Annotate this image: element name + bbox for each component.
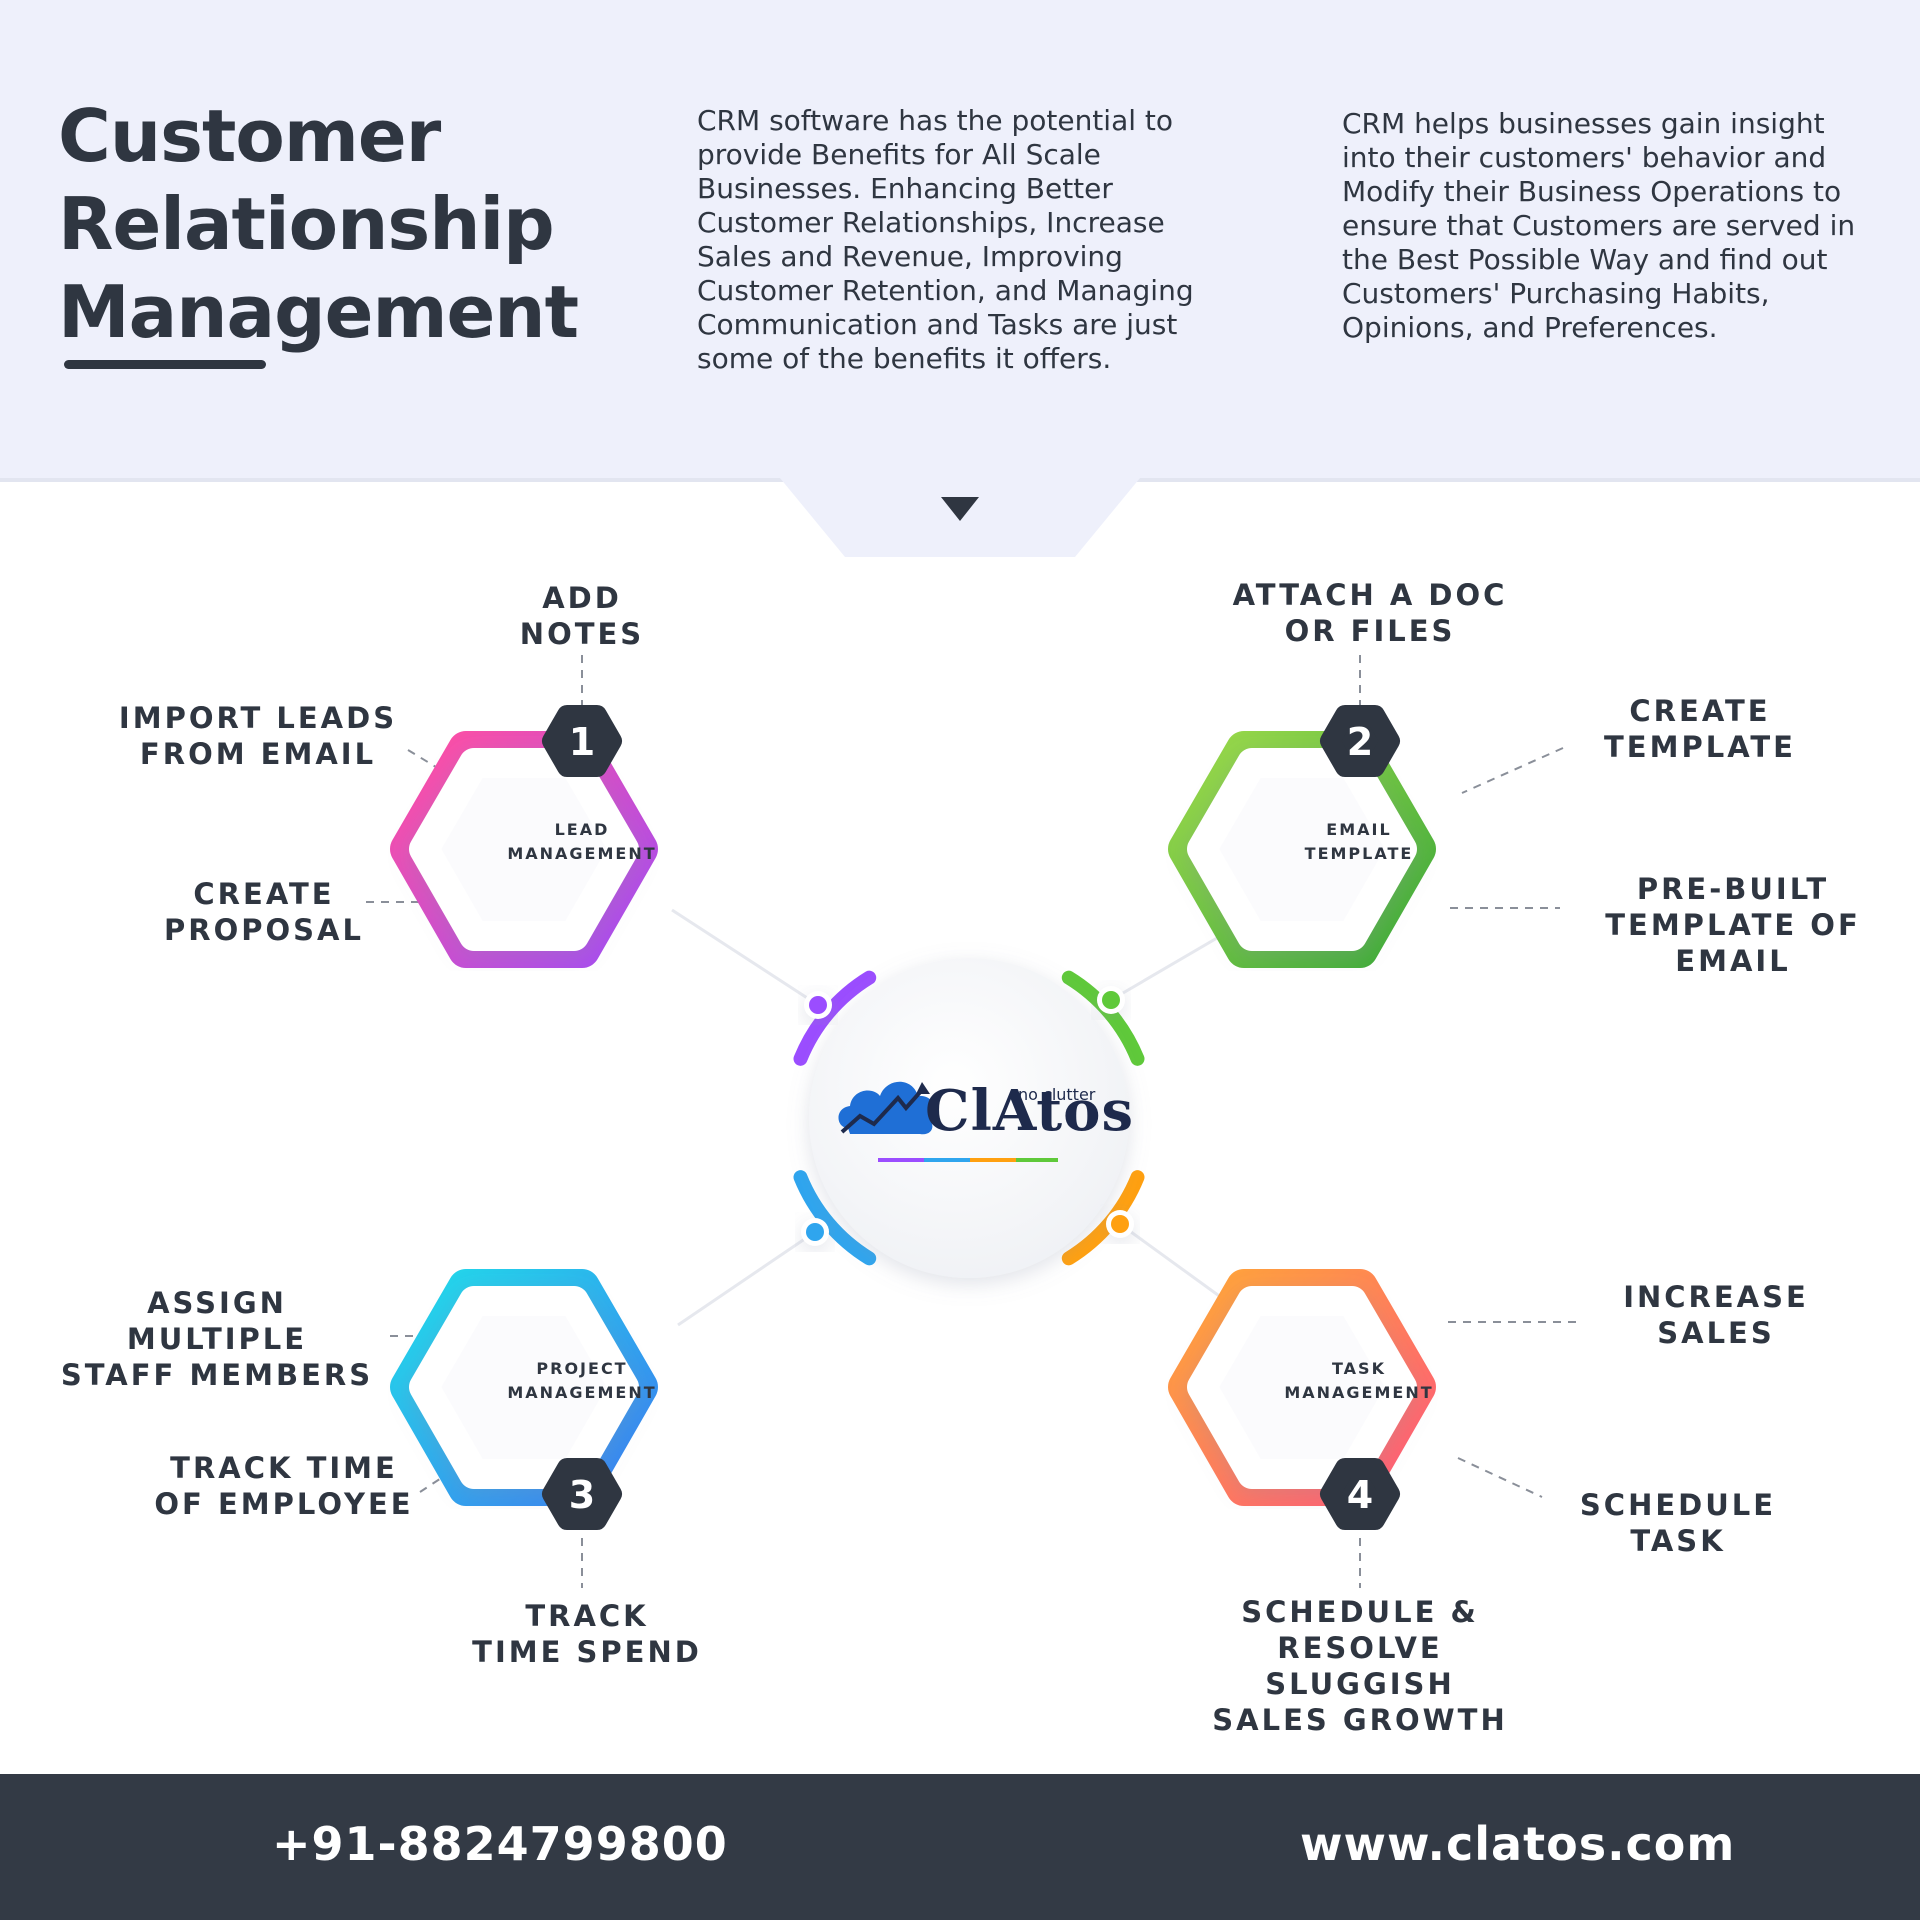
chevron-down-icon — [941, 497, 979, 521]
title-line-3: Management — [58, 270, 579, 354]
leader-create-template — [1461, 747, 1564, 794]
feature-add-notes: ADD NOTES — [519, 581, 645, 651]
feature-prebuilt-template: PRE-BUILT TEMPLATE OF EMAIL — [1605, 872, 1861, 978]
feature-import-leads: IMPORT LEADS FROM EMAIL — [118, 701, 398, 771]
feature-schedule-task: SCHEDULE TASK — [1579, 1488, 1777, 1558]
node-green — [1102, 991, 1120, 1009]
footer-website[interactable]: www.clatos.com — [1300, 1817, 1736, 1871]
footer-bar — [0, 1774, 1920, 1920]
badge-3 — [542, 1458, 622, 1530]
badge-number-3: 3 — [569, 1473, 595, 1517]
feature-attach-doc: ATTACH A DOC OR FILES — [1232, 578, 1508, 648]
title-underline — [64, 360, 266, 369]
module-label-lead-management: LEAD MANAGEMENT — [507, 820, 657, 863]
badge-4 — [1320, 1458, 1400, 1530]
badge-1 — [542, 705, 622, 777]
badge-number-4: 4 — [1347, 1473, 1373, 1517]
node-purple — [809, 996, 827, 1014]
feature-create-template: CREATE TEMPLATE — [1604, 694, 1796, 764]
intro-paragraph-right: CRM helps businesses gain insight into t… — [1342, 107, 1856, 344]
module-hex-4 — [1168, 1269, 1436, 1530]
module-hex-3 — [390, 1269, 658, 1530]
logo-color-bar — [878, 1158, 1058, 1162]
center-hub — [793, 958, 1145, 1278]
footer-phone[interactable]: +91-8824799800 — [272, 1817, 728, 1871]
feature-track-time-employee: TRACK TIME OF EMPLOYEE — [154, 1451, 414, 1521]
module-label-email-template: EMAIL TEMPLATE — [1304, 820, 1414, 863]
module-hex-2 — [1168, 705, 1436, 968]
leader-schedule-task — [1457, 1457, 1543, 1498]
feature-increase-sales: INCREASE SALES — [1623, 1280, 1809, 1350]
feature-track-time-spend: TRACK TIME SPEND — [472, 1599, 702, 1669]
node-blue — [806, 1223, 824, 1241]
badge-number-1: 1 — [569, 720, 595, 764]
logo-wordmark: ClAtos — [925, 1078, 1135, 1144]
cloud-chart-icon — [838, 1081, 935, 1135]
intro-paragraph-left: CRM software has the potential to provid… — [697, 104, 1194, 375]
module-label-project-management: PROJECT MANAGEMENT — [507, 1359, 657, 1402]
connector-3 — [677, 1230, 816, 1327]
header-band — [0, 0, 1920, 480]
center-circle — [809, 958, 1129, 1278]
feature-schedule-resolve: SCHEDULE & RESOLVE SLUGGISH SALES GROWTH — [1212, 1595, 1508, 1737]
module-label-task-management: TASK MANAGEMENT — [1284, 1359, 1434, 1402]
badge-number-2: 2 — [1347, 720, 1373, 764]
module-hex-1 — [390, 705, 658, 968]
page-title: Customer Relationship Management — [58, 92, 579, 356]
connector-1 — [671, 908, 819, 1007]
logo-tagline: no clutter — [1018, 1085, 1096, 1104]
node-orange — [1111, 1215, 1129, 1233]
title-line-1: Customer — [58, 94, 441, 178]
feature-assign-staff: ASSIGN MULTIPLE STAFF MEMBERS — [60, 1286, 374, 1392]
badge-2 — [1320, 705, 1400, 777]
title-line-2: Relationship — [58, 182, 555, 266]
arc-blue — [793, 1170, 877, 1266]
feature-create-proposal: CREATE PROPOSAL — [164, 877, 364, 947]
